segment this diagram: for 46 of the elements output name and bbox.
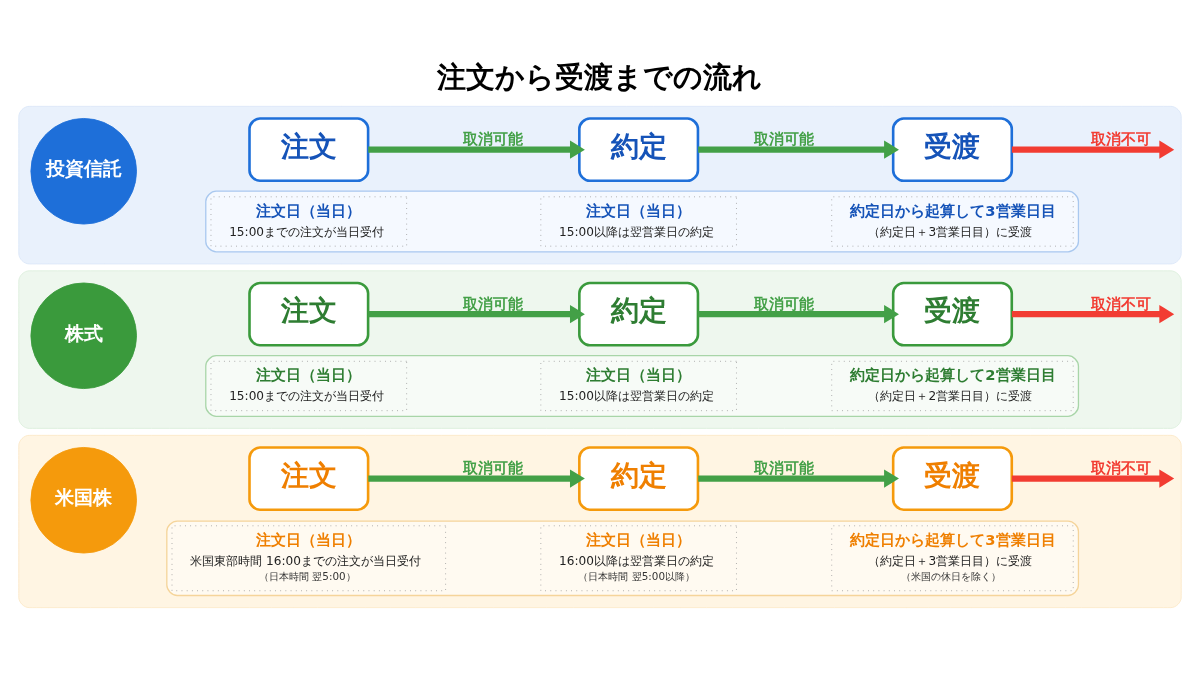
arrow — [1011, 469, 1175, 488]
arrow — [1011, 305, 1175, 324]
node-box: 注文日（当日） 米国東部時間 16:00までの注文が当日受付 （日本時間 翌5:00） — [171, 525, 447, 592]
node-circle: 投資信託 — [30, 118, 137, 225]
edge-label: 取消可能 — [753, 459, 814, 477]
node-box: 約定日から起算して3営業日目 （約定日＋3営業日目）に受渡 — [831, 196, 1074, 247]
node-box: 約定日から起算して3営業日目 （約定日＋3営業日目）に受渡 （米国の休日を除く） — [831, 525, 1074, 592]
node-box: 受渡 — [891, 281, 1014, 347]
cluster — [18, 434, 1182, 609]
node-box: 注文日（当日） 15:00以降は翌営業日の約定 — [540, 360, 737, 412]
cluster — [205, 190, 1080, 253]
node-box: 注文 — [248, 281, 370, 347]
cluster — [18, 270, 1182, 429]
edge-label: 取消不可 — [1090, 294, 1151, 312]
edge-label: 取消可能 — [462, 459, 523, 477]
node-box: 受渡 — [891, 117, 1014, 183]
arrow — [368, 469, 585, 488]
arrow — [1011, 140, 1175, 159]
node-box: 注文 — [248, 446, 370, 512]
edge-label: 取消可能 — [753, 294, 814, 312]
node-circle: 株式 — [30, 282, 137, 389]
node-box: 約定 — [578, 446, 700, 512]
node-box: 約定 — [578, 117, 700, 183]
node-box: 注文日（当日） 15:00以降は翌営業日の約定 — [540, 196, 737, 247]
diagram-title: 注文から受渡までの流れ — [437, 59, 763, 94]
edge-label: 取消不可 — [1090, 459, 1151, 477]
edge-label: 取消可能 — [753, 130, 814, 148]
cluster — [166, 520, 1080, 597]
node-box: 注文 — [248, 117, 370, 183]
node-circle: 米国株 — [30, 447, 137, 554]
node-box: 約定日から起算して2営業日目 （約定日＋2営業日目）に受渡 — [831, 360, 1074, 412]
arrow — [368, 305, 585, 324]
arrow — [698, 469, 899, 488]
node-box: 約定 — [578, 281, 700, 347]
node-box: 注文日（当日） 15:00までの注文が当日受付 — [210, 196, 408, 247]
edge-label: 取消可能 — [462, 294, 523, 312]
edge-label: 取消不可 — [1090, 130, 1151, 148]
node-box: 受渡 — [891, 446, 1014, 512]
edge-label: 取消可能 — [462, 130, 523, 148]
cluster — [18, 105, 1182, 265]
arrow — [368, 140, 585, 159]
cluster — [205, 355, 1080, 417]
node-box: 注文日（当日） 16:00以降は翌営業日の約定 （日本時間 翌5:00以降） — [540, 525, 737, 592]
arrow — [698, 140, 899, 159]
arrow — [698, 305, 899, 324]
node-box: 注文日（当日） 15:00までの注文が当日受付 — [210, 360, 408, 412]
